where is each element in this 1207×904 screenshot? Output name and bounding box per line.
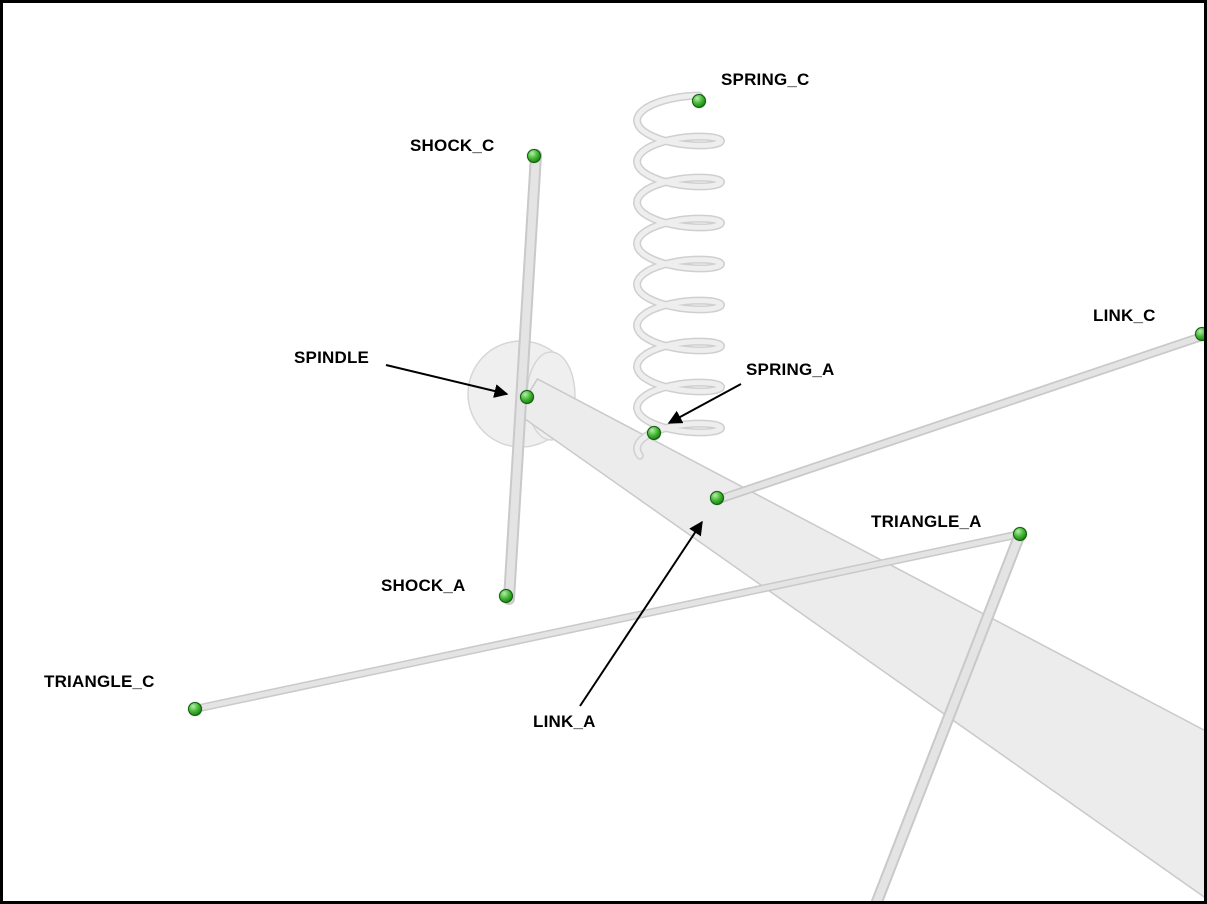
spring-coil-highlight — [634, 93, 724, 459]
label-triangle-a: TRIANGLE_A — [871, 512, 982, 531]
label-spindle: SPINDLE — [294, 348, 370, 367]
hardpoint-spring-a[interactable] — [647, 426, 661, 440]
label-link-a: LINK_A — [533, 712, 596, 731]
hardpoint-triangle-c[interactable] — [188, 702, 202, 716]
hardpoint-link-a[interactable] — [710, 491, 724, 505]
link-a-leader-arrow — [579, 520, 703, 707]
label-shock-c: SHOCK_C — [410, 136, 495, 155]
triangle-leg-highlight — [872, 530, 1024, 901]
hardpoint-shock-c[interactable] — [527, 149, 541, 163]
link-rod-highlight — [714, 332, 1204, 503]
geometry-layer — [191, 91, 1204, 901]
hardpoint-spring-c[interactable] — [692, 94, 706, 108]
hardpoint-shock-a[interactable] — [499, 589, 513, 603]
hardpoint-triangle-a[interactable] — [1013, 527, 1027, 541]
label-spring-c: SPRING_C — [721, 70, 810, 89]
hardpoint-link-c[interactable] — [1195, 327, 1204, 341]
label-triangle-c: TRIANGLE_C — [44, 672, 155, 691]
shock-rod-highlight — [505, 151, 540, 603]
label-link-c: LINK_C — [1093, 306, 1156, 325]
axle-tube — [515, 377, 1204, 898]
label-shock-a: SHOCK_A — [381, 576, 466, 595]
hardpoint-spindle[interactable] — [520, 390, 534, 404]
label-spring-a: SPRING_A — [746, 360, 835, 379]
triangle-rod-highlight — [192, 531, 1023, 712]
spring-a-leader-arrow — [667, 383, 742, 424]
spindle-leader-arrow — [385, 364, 509, 398]
